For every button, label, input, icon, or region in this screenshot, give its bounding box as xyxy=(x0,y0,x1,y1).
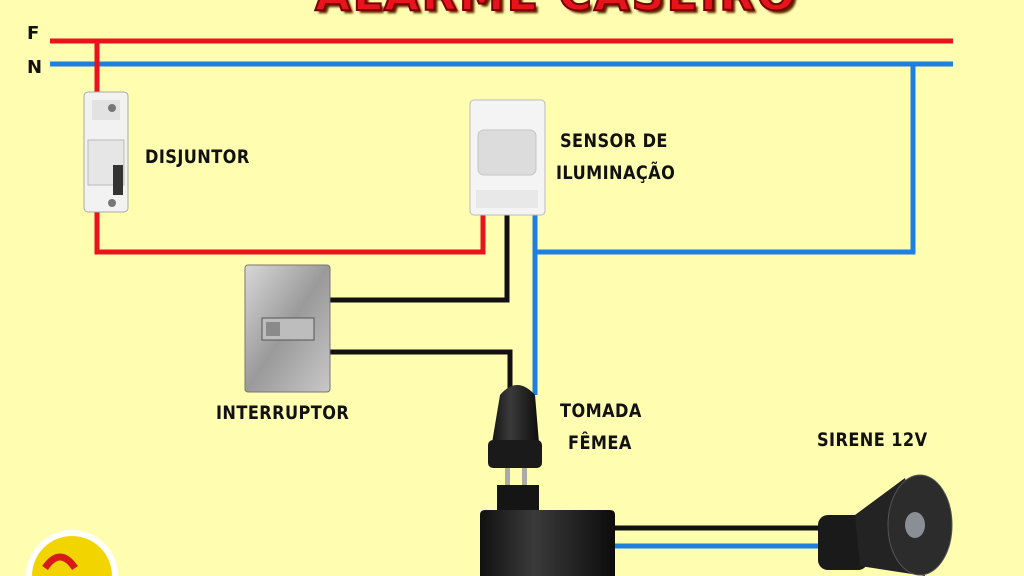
power-adapter-device xyxy=(480,485,615,576)
breaker-label: DISJUNTOR xyxy=(145,146,250,168)
light-sensor-device xyxy=(469,99,546,216)
breaker-device xyxy=(83,91,129,213)
sensor-label-line1: SENSOR DE xyxy=(560,130,668,152)
diagram-title: ALARME CASEIRO xyxy=(314,0,798,22)
neutral-return-wire xyxy=(535,64,916,255)
siren-device xyxy=(818,474,953,576)
neutral-label: N xyxy=(27,57,43,78)
switch-label: INTERRUPTOR xyxy=(216,402,350,424)
sensor-label-line2: ILUMINAÇÃO xyxy=(556,162,676,184)
channel-logo xyxy=(26,530,118,576)
socket-label-line1: TOMADA xyxy=(560,400,642,422)
female-socket-device xyxy=(488,385,542,490)
sensor-to-switch-wire xyxy=(330,212,510,303)
switch-to-socket-wire xyxy=(330,349,513,392)
siren-label: SIRENE 12V xyxy=(817,429,928,451)
phase-label: F xyxy=(27,23,40,44)
breaker-to-sensor-wire xyxy=(94,210,486,255)
socket-label-line2: FÊMEA xyxy=(568,432,632,454)
light-switch-device xyxy=(244,264,331,393)
